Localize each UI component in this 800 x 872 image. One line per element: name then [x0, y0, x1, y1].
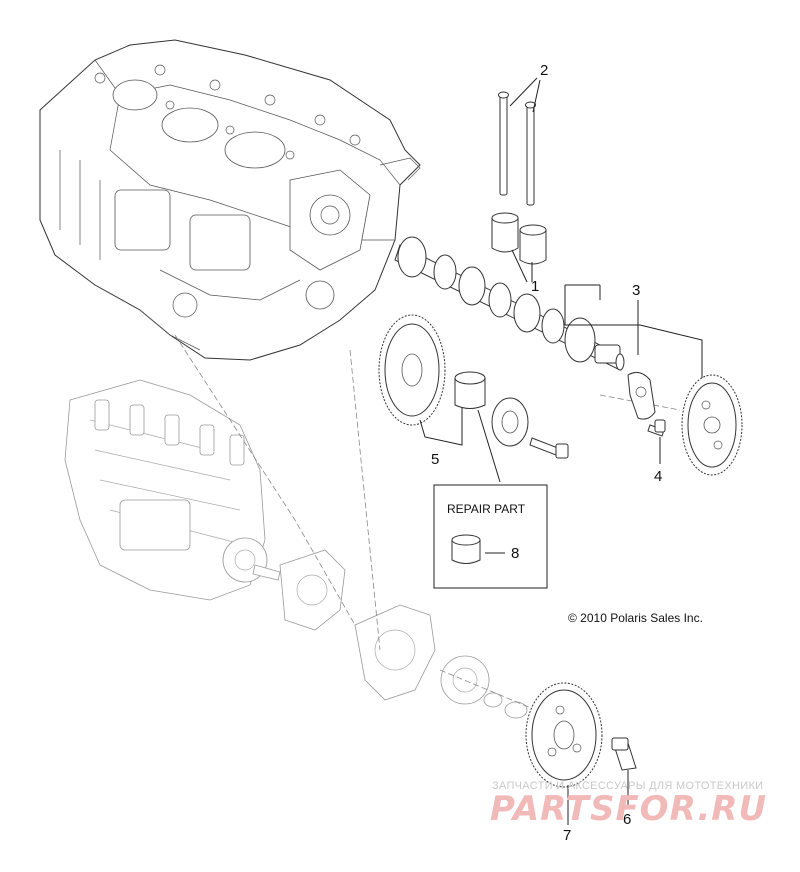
thrust-collar [491, 397, 529, 447]
watermark: ЗАПЧАСТИ И АКСЕССУАРЫ ДЛЯ МОТОТЕХНИКИ PA… [490, 780, 767, 829]
callout-1: 1 [531, 278, 539, 295]
callout-3: 3 [632, 282, 640, 299]
engine-block [39, 39, 421, 361]
lower-cover-plate [354, 604, 436, 701]
push-rods [498, 91, 536, 206]
callout-8: 8 [511, 545, 519, 562]
callout-7: 7 [563, 827, 571, 844]
tappets [491, 212, 547, 265]
callout-4: 4 [654, 468, 662, 485]
bushing [454, 371, 486, 409]
repair-part-title: REPAIR PART [447, 502, 526, 516]
camshaft [394, 236, 625, 371]
gear-bolt [529, 437, 569, 459]
callout-numbers: 1 2 3 4 5 6 7 8 [431, 62, 662, 844]
cam-gear-left [378, 314, 446, 426]
plate-bolt [647, 419, 666, 437]
thrust-plate [627, 371, 656, 420]
watermark-brand: PARTSFOR.RU [490, 789, 767, 829]
injection-pump [64, 379, 346, 631]
cam-gear-right [681, 374, 743, 476]
callout-6: 6 [623, 811, 631, 828]
watermark-tagline: ЗАПЧАСТИ И АКСЕССУАРЫ ДЛЯ МОТОТЕХНИКИ [492, 780, 763, 792]
copyright-notice: © 2010 Polaris Sales Inc. [568, 611, 703, 625]
callout-5: 5 [431, 451, 439, 468]
callout-2: 2 [540, 62, 548, 79]
idler-hub [440, 655, 528, 719]
repair-part-box: REPAIR PART [433, 484, 548, 589]
lower-gear-bolt [611, 737, 637, 771]
lower-gear [525, 682, 603, 788]
leader-lines [419, 77, 703, 825]
